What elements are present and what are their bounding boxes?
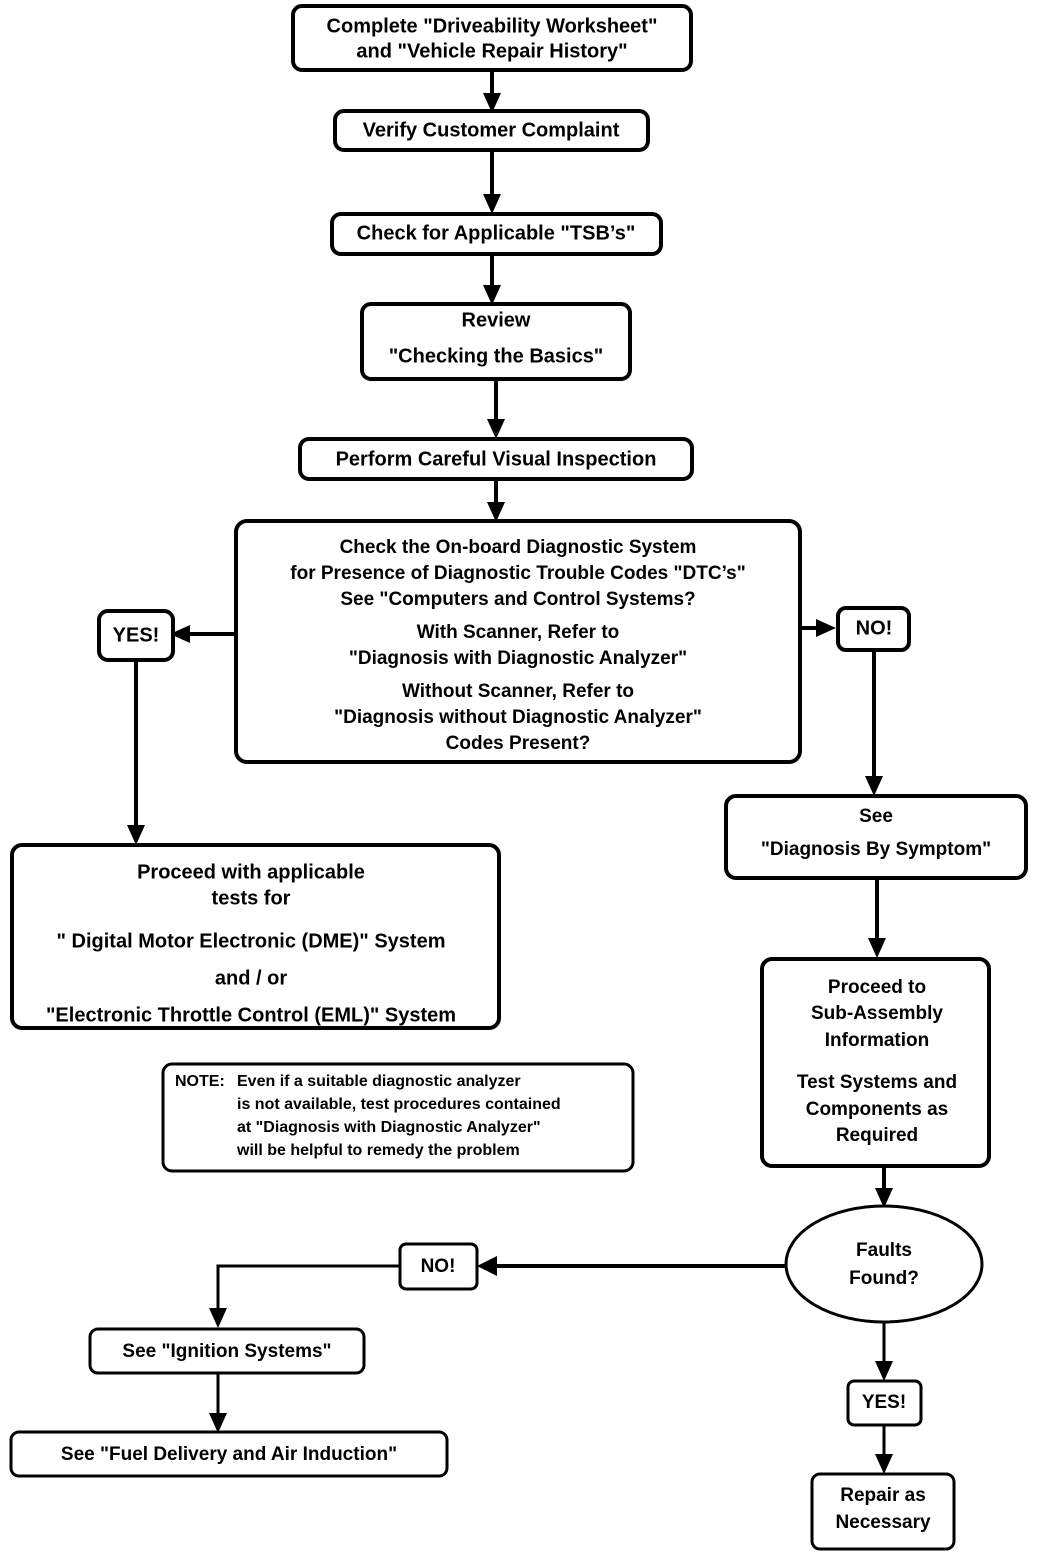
node-repair-necessary-shape[interactable] bbox=[810, 1472, 956, 1551]
node-visual-inspection-shape[interactable] bbox=[298, 437, 694, 481]
node-fuel-delivery[interactable]: See "Fuel Delivery and Air Induction" bbox=[9, 1430, 449, 1478]
node-diagnosis-by-symptom-shape[interactable] bbox=[724, 794, 1028, 880]
node-yes-top[interactable]: YES! bbox=[97, 609, 175, 662]
node-check-tsb-shape[interactable] bbox=[330, 212, 663, 256]
node-no-bottom-label: NO! bbox=[421, 1256, 456, 1277]
node-check-tsb-label: Check for Applicable "TSB’s" bbox=[357, 222, 636, 244]
node-fuel-delivery-shape[interactable] bbox=[9, 1430, 449, 1478]
node-note-line1: Even if a suitable diagnostic analyzer bbox=[237, 1073, 521, 1090]
node-complete-worksheet-line1: Complete "Driveability Worksheet" bbox=[327, 15, 658, 37]
node-check-obd-system-line6: Without Scanner, Refer to bbox=[402, 681, 634, 702]
connector-tsb-to-review bbox=[483, 254, 501, 305]
node-check-obd-system-shape[interactable] bbox=[234, 519, 802, 764]
node-check-obd-system-line1: Check the On-board Diagnostic System bbox=[340, 537, 697, 558]
node-proceed-applicable-tests-shape[interactable] bbox=[10, 843, 501, 1030]
node-ignition-systems[interactable]: See "Ignition Systems" bbox=[88, 1327, 366, 1375]
node-proceed-subassembly[interactable]: Proceed to Sub-Assembly Information Test… bbox=[760, 957, 991, 1168]
node-proceed-tests-line5: "Electronic Throttle Control (EML)" Syst… bbox=[46, 1004, 456, 1026]
connector-ignition-to-fuel bbox=[209, 1373, 227, 1433]
node-complete-worksheet[interactable]: Complete "Driveability Worksheet" and "V… bbox=[291, 4, 693, 72]
node-repair-line1: Repair as bbox=[840, 1485, 926, 1506]
connector-start-to-verify bbox=[483, 70, 501, 113]
node-subassembly-line6: Required bbox=[836, 1125, 918, 1146]
node-proceed-applicable-tests[interactable]: Proceed with applicable tests for " Digi… bbox=[10, 843, 501, 1030]
node-no-bottom[interactable]: NO! bbox=[398, 1242, 479, 1291]
node-check-tsb[interactable]: Check for Applicable "TSB’s" bbox=[330, 212, 663, 256]
node-subassembly-line4: Test Systems and bbox=[797, 1072, 957, 1093]
node-diagnosis-by-symptom[interactable]: See "Diagnosis By Symptom" bbox=[724, 794, 1028, 880]
connector-subassembly-to-faults bbox=[875, 1166, 893, 1208]
node-subassembly-line3: Information bbox=[825, 1030, 930, 1051]
node-fuel-delivery-label: See "Fuel Delivery and Air Induction" bbox=[61, 1444, 397, 1465]
node-note-line3: at "Diagnosis with Diagnostic Analyzer" bbox=[237, 1119, 541, 1136]
node-faults-found-line2: Found? bbox=[849, 1268, 919, 1289]
node-check-obd-system-line7: "Diagnosis without Diagnostic Analyzer" bbox=[334, 707, 702, 728]
node-faults-found[interactable]: Faults Found? bbox=[784, 1204, 984, 1324]
node-complete-worksheet-shape[interactable] bbox=[291, 4, 693, 72]
node-note-line4: will be helpful to remedy the problem bbox=[236, 1142, 520, 1159]
node-ignition-systems-label: See "Ignition Systems" bbox=[122, 1341, 331, 1362]
connector-faults-to-yes-bottom bbox=[875, 1320, 893, 1381]
node-check-obd-system-line3: See "Computers and Control Systems? bbox=[340, 589, 695, 610]
node-faults-found-shape[interactable] bbox=[784, 1204, 984, 1324]
node-no-top-label: NO! bbox=[856, 617, 893, 639]
node-no-top[interactable]: NO! bbox=[836, 606, 911, 652]
node-visual-inspection[interactable]: Perform Careful Visual Inspection bbox=[298, 437, 694, 481]
node-review-basics[interactable]: Review "Checking the Basics" bbox=[360, 302, 632, 381]
node-review-basics-line1: Review bbox=[462, 309, 531, 331]
node-yes-top-label: YES! bbox=[113, 624, 160, 646]
node-note-shape bbox=[161, 1062, 635, 1173]
connector-visual-to-obd bbox=[487, 479, 505, 522]
node-repair-necessary[interactable]: Repair as Necessary bbox=[810, 1472, 956, 1551]
node-check-obd-system-line4: With Scanner, Refer to bbox=[417, 622, 620, 643]
node-note-label: NOTE: bbox=[175, 1073, 225, 1090]
node-check-obd-system-line2: for Presence of Diagnostic Trouble Codes… bbox=[290, 563, 745, 584]
node-note-line2: is not available, test procedures contai… bbox=[237, 1096, 561, 1113]
node-yes-bottom[interactable]: YES! bbox=[846, 1379, 923, 1427]
connector-obd-to-yes-top bbox=[170, 625, 236, 643]
connector-review-to-visual bbox=[487, 379, 505, 439]
node-faults-found-line1: Faults bbox=[856, 1240, 912, 1261]
node-proceed-tests-line3: " Digital Motor Electronic (DME)" System bbox=[56, 930, 445, 952]
node-proceed-tests-line2: tests for bbox=[212, 887, 291, 909]
node-symptom-line1: See bbox=[859, 806, 893, 827]
connector-no-top-to-symptom bbox=[865, 649, 883, 796]
node-symptom-line2: "Diagnosis By Symptom" bbox=[761, 839, 991, 860]
node-complete-worksheet-line2: and "Vehicle Repair History" bbox=[356, 40, 627, 62]
node-review-basics-line2: "Checking the Basics" bbox=[389, 345, 604, 367]
connector-faults-to-no-bottom bbox=[477, 1256, 787, 1276]
node-yes-bottom-shape[interactable] bbox=[846, 1379, 923, 1427]
node-no-top-shape[interactable] bbox=[836, 606, 911, 652]
node-proceed-tests-line4: and / or bbox=[215, 967, 287, 989]
node-note: NOTE: Even if a suitable diagnostic anal… bbox=[161, 1062, 635, 1173]
node-proceed-subassembly-shape[interactable] bbox=[760, 957, 991, 1168]
node-subassembly-line2: Sub-Assembly bbox=[811, 1003, 943, 1024]
node-ignition-systems-shape[interactable] bbox=[88, 1327, 366, 1375]
node-subassembly-line5: Components as bbox=[806, 1099, 949, 1120]
node-verify-complaint-label: Verify Customer Complaint bbox=[363, 119, 620, 141]
node-review-basics-shape[interactable] bbox=[360, 302, 632, 381]
node-visual-inspection-label: Perform Careful Visual Inspection bbox=[336, 448, 657, 470]
node-check-obd-system[interactable]: Check the On-board Diagnostic System for… bbox=[234, 519, 802, 764]
node-yes-bottom-label: YES! bbox=[862, 1392, 906, 1413]
connector-yes-top-to-proceed-tests bbox=[127, 660, 145, 845]
node-check-obd-system-line8: Codes Present? bbox=[446, 733, 591, 754]
connector-obd-to-no-top bbox=[800, 619, 836, 637]
connector-verify-to-tsb bbox=[483, 149, 501, 214]
node-no-bottom-shape[interactable] bbox=[398, 1242, 479, 1291]
node-check-obd-system-line5: "Diagnosis with Diagnostic Analyzer" bbox=[349, 648, 687, 669]
node-verify-complaint[interactable]: Verify Customer Complaint bbox=[333, 109, 650, 152]
connector-no-bottom-to-ignition bbox=[209, 1264, 406, 1328]
node-proceed-tests-line1: Proceed with applicable bbox=[137, 861, 365, 883]
node-verify-complaint-shape[interactable] bbox=[333, 109, 650, 152]
node-repair-line2: Necessary bbox=[835, 1512, 931, 1533]
node-subassembly-line1: Proceed to bbox=[828, 977, 926, 998]
connector-symptom-to-subassembly bbox=[868, 878, 886, 958]
node-yes-top-shape[interactable] bbox=[97, 609, 175, 662]
